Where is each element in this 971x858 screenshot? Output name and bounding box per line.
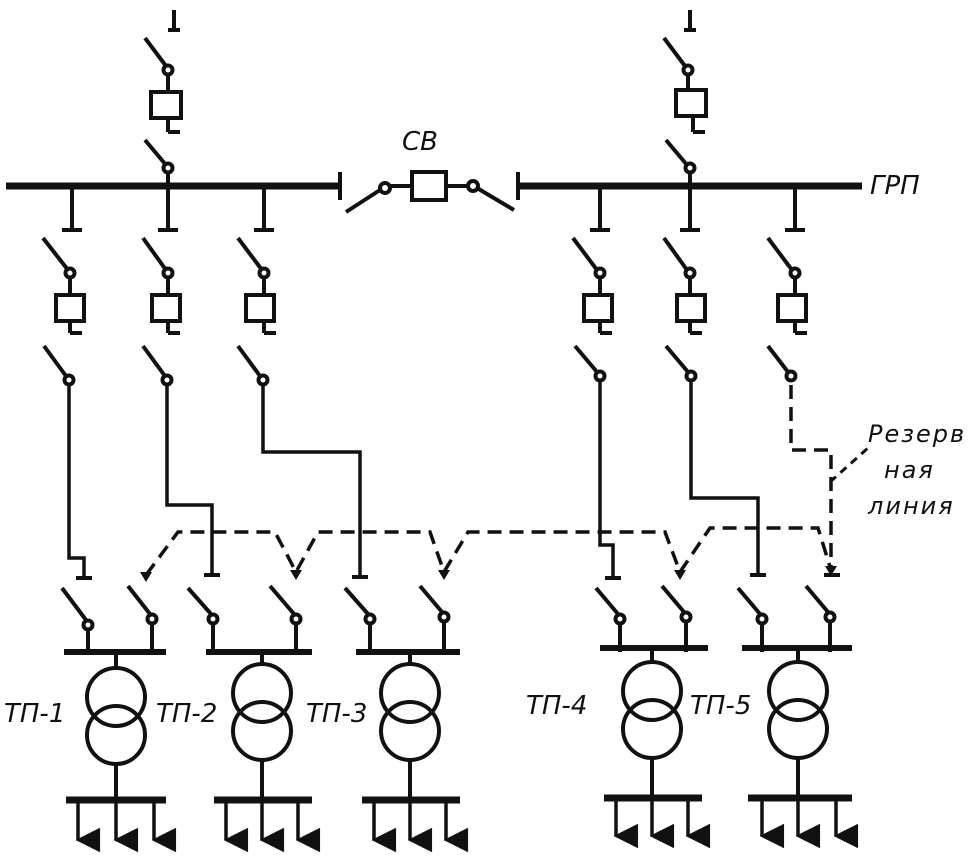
lv-bus-tp2 — [214, 796, 321, 853]
substation-switches — [60, 584, 837, 652]
substation-label-tp5: ТП-5 — [690, 691, 751, 721]
outgoing-cell-6-reserve — [766, 186, 808, 383]
lv-bus-tp3 — [362, 796, 469, 853]
reserve-label-leader — [828, 446, 870, 484]
substation-label-tp1: ТП-1 — [4, 699, 65, 729]
substation-label-tp3: ТП-3 — [306, 699, 367, 729]
reserve-label-line2: ная — [884, 456, 935, 484]
bus-coupler-breaker — [344, 170, 516, 214]
feeder-cables — [67, 381, 760, 578]
outgoing-cell-1 — [41, 186, 86, 387]
outgoing-cell-4 — [571, 186, 614, 383]
lv-bus-tp1 — [66, 796, 177, 853]
outgoing-cell-5 — [662, 186, 707, 383]
bus-coupler-label: СВ — [402, 127, 438, 157]
lv-bus-tp4 — [604, 794, 711, 849]
main-bus-label: ГРП — [870, 171, 920, 201]
substation-label-tp4: ТП-4 — [526, 691, 587, 721]
outgoing-cell-3 — [236, 186, 276, 387]
substation-hv-buses — [64, 645, 852, 655]
lv-bus-tp5 — [748, 794, 859, 849]
outgoing-cell-2 — [141, 186, 182, 387]
transformer-tp4 — [621, 648, 683, 798]
transformer-tp1 — [85, 652, 147, 800]
transformer-tp2 — [231, 652, 293, 800]
incoming-feeder-right — [662, 10, 708, 186]
main-busbar-left — [6, 172, 342, 200]
incoming-feeder-left — [143, 10, 183, 186]
substation-label-tp2: ТП-2 — [156, 699, 217, 729]
reserve-label-line3: линия — [867, 492, 955, 520]
reserve-arrowheads — [140, 566, 837, 582]
transformer-tp5 — [767, 648, 829, 798]
transformer-tp3 — [379, 652, 441, 800]
reserve-line — [144, 385, 833, 577]
cable-end-ticks — [76, 573, 840, 580]
reserve-label-line1: Резерв — [868, 420, 966, 448]
